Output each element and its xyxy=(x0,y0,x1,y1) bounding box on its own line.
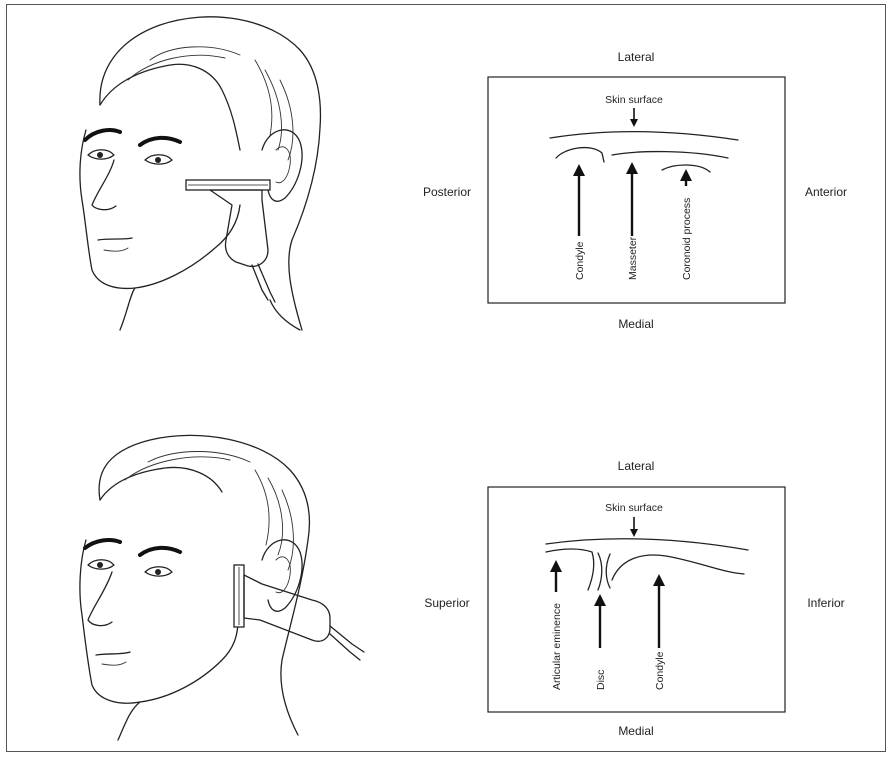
schematic-panel-top: Lateral Medial Posterior Anterior Skin s… xyxy=(423,50,847,331)
ultrasound-probe-top xyxy=(186,180,275,302)
schematic-box xyxy=(488,487,785,712)
eminence-contour xyxy=(546,549,594,590)
orientation-left: Superior xyxy=(424,596,469,610)
schematic-panel-bottom: Lateral Medial Superior Inferior Skin su… xyxy=(424,459,844,738)
coronoid-contour xyxy=(662,165,710,172)
structure-label-disc: Disc xyxy=(595,670,607,690)
structure-label-masseter: Masseter xyxy=(627,236,639,280)
orientation-top: Lateral xyxy=(618,50,655,64)
orientation-right: Inferior xyxy=(807,596,844,610)
skin-surface-line xyxy=(550,132,738,141)
structure-label-coronoid: Coronoid process xyxy=(681,198,693,280)
head-illustration-bottom xyxy=(80,435,364,740)
condyle-contour xyxy=(612,555,744,580)
skin-surface-label: Skin surface xyxy=(605,502,663,514)
head-illustration-top xyxy=(80,17,321,330)
disc-contour-outer xyxy=(606,554,610,588)
structure-label-articular-eminence: Articular eminence xyxy=(551,603,563,690)
orientation-left: Posterior xyxy=(423,185,471,199)
condyle-contour xyxy=(556,148,604,162)
orientation-right: Anterior xyxy=(805,185,847,199)
structure-label-condyle: Condyle xyxy=(654,651,666,690)
orientation-top: Lateral xyxy=(618,459,655,473)
skin-surface-label: Skin surface xyxy=(605,94,663,106)
orientation-bottom: Medial xyxy=(618,317,653,331)
masseter-contour xyxy=(612,152,728,158)
orientation-bottom: Medial xyxy=(618,724,653,738)
disc-contour-inner xyxy=(598,553,602,590)
structure-label-condyle: Condyle xyxy=(574,241,586,280)
ultrasound-probe-bottom xyxy=(234,565,364,660)
skin-surface-line xyxy=(546,539,748,550)
